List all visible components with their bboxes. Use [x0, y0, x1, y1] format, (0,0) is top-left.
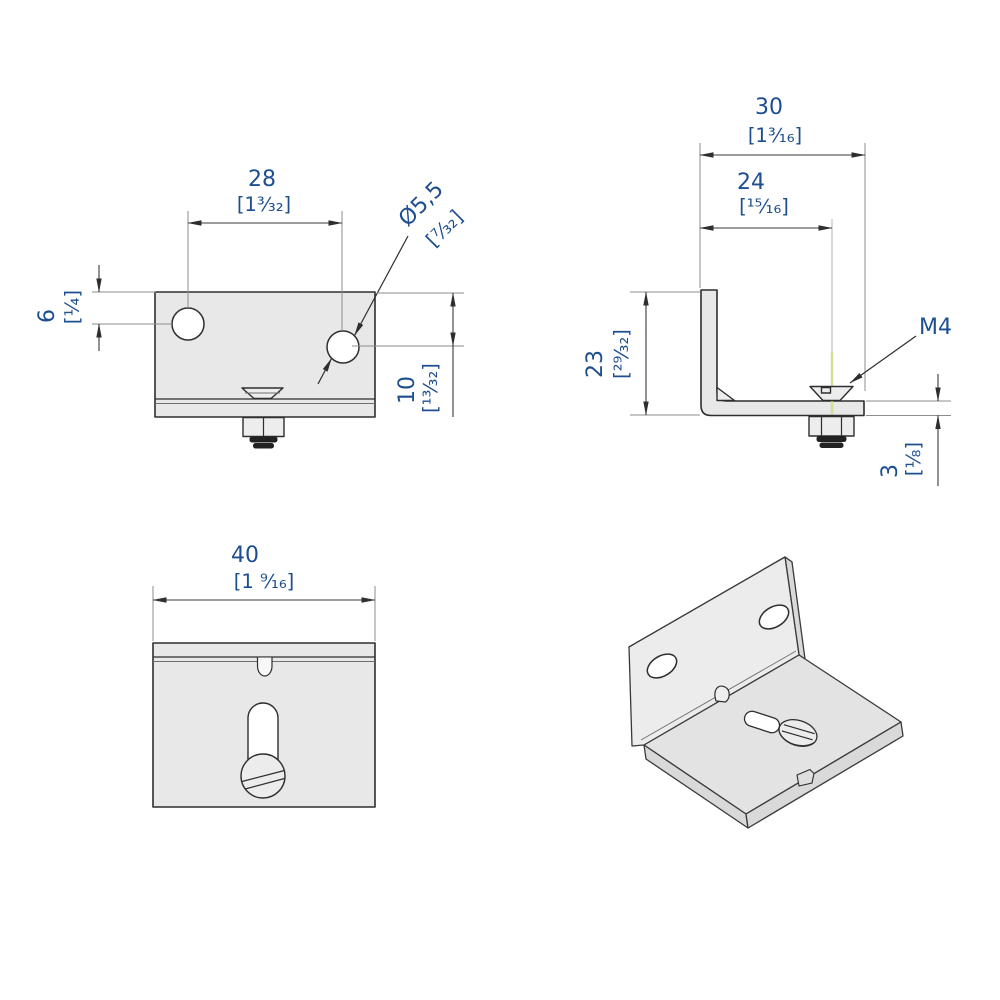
- hole-left: [171, 307, 205, 341]
- countersunk-screw-side: [809, 385, 854, 402]
- iso-nut-hint: [796, 768, 815, 787]
- hex-nut-side: [808, 415, 855, 437]
- isometric-view: [628, 556, 904, 829]
- leader-line: [849, 335, 917, 384]
- iso-screw-head: [778, 719, 818, 747]
- dim-thick-mm: 3: [878, 464, 903, 478]
- dim-height: 23 [²⁹⁄₃₂]: [583, 291, 700, 416]
- screw-slot-side: [820, 386, 832, 394]
- dim-depth: 30 [1³⁄₁₆]: [699, 95, 866, 391]
- dim-screw-mm: 24: [737, 170, 765, 195]
- dim-left-offset-mm: 6: [35, 309, 60, 323]
- washer-front: [249, 436, 278, 443]
- callout-thread: M4: [849, 315, 952, 384]
- dim-right-offset-mm: 10: [395, 376, 420, 404]
- dim-spacing-mm: 28: [248, 167, 276, 192]
- leader-line: [353, 235, 409, 336]
- dim-spacing-in: [1³⁄₃₂]: [237, 193, 291, 216]
- dim-depth-mm: 30: [755, 95, 783, 120]
- dim-screw-position: 24 [¹⁵⁄₁₆]: [699, 170, 833, 231]
- screw-slot-line: [241, 769, 285, 783]
- dim-thick-in: [⅛]: [902, 442, 925, 476]
- front-view: 28 [1³⁄₃₂] 6 [¼] Ø5,5 [⁷⁄₃₂] 10 [¹³⁄₃₂]: [35, 167, 467, 449]
- dim-thickness: 3 [⅛]: [866, 374, 951, 486]
- iso-hole-right: [758, 604, 790, 630]
- dim-right-offset-in: [¹³⁄₃₂]: [419, 363, 442, 413]
- dim-left-hole-offset: 6 [¼]: [35, 265, 172, 351]
- dimple-top: [256, 657, 273, 677]
- dim-depth-in: [1³⁄₁₆]: [748, 124, 802, 147]
- dim-height-in: [²⁹⁄₃₂]: [610, 329, 633, 379]
- thread-end-front: [253, 443, 274, 449]
- top-view: 40 [1 ⁹⁄₁₆]: [152, 543, 376, 808]
- dimple-side: [716, 386, 736, 402]
- iso-dimple: [714, 685, 730, 703]
- washer-side: [816, 436, 847, 442]
- iso-screw-head-rim: [778, 731, 815, 747]
- slot-top: [247, 702, 279, 763]
- hole-right: [326, 330, 360, 364]
- iso-base-front-right-edge: [745, 721, 904, 829]
- iso-screw-slot-line: [781, 730, 813, 741]
- dim-width-in: [1 ⁹⁄₁₆]: [234, 570, 295, 593]
- dim-left-offset-in: [¼]: [61, 290, 84, 324]
- iso-screw-slot-line: [783, 724, 815, 735]
- thread-label: M4: [919, 315, 952, 340]
- dim-height-mm: 23: [583, 350, 608, 378]
- dim-width: 40 [1 ⁹⁄₁₆]: [152, 543, 376, 641]
- iso-hole-left: [646, 653, 678, 679]
- side-view: 30 [1³⁄₁₆] 24 [¹⁵⁄₁₆] 23 [²⁹⁄₃₂] 3 [⅛]: [583, 95, 952, 486]
- screw-slot-line: [244, 777, 285, 790]
- thread-end-side: [819, 442, 844, 448]
- dim-hole-spacing: 28 [1³⁄₃₂]: [187, 167, 343, 331]
- dim-right-hole-offset: 10 [¹³⁄₃₂]: [352, 292, 464, 417]
- leader-line: [317, 358, 333, 385]
- dim-width-mm: 40: [231, 543, 259, 568]
- dim-screw-in: [¹⁵⁄₁₆]: [739, 195, 789, 218]
